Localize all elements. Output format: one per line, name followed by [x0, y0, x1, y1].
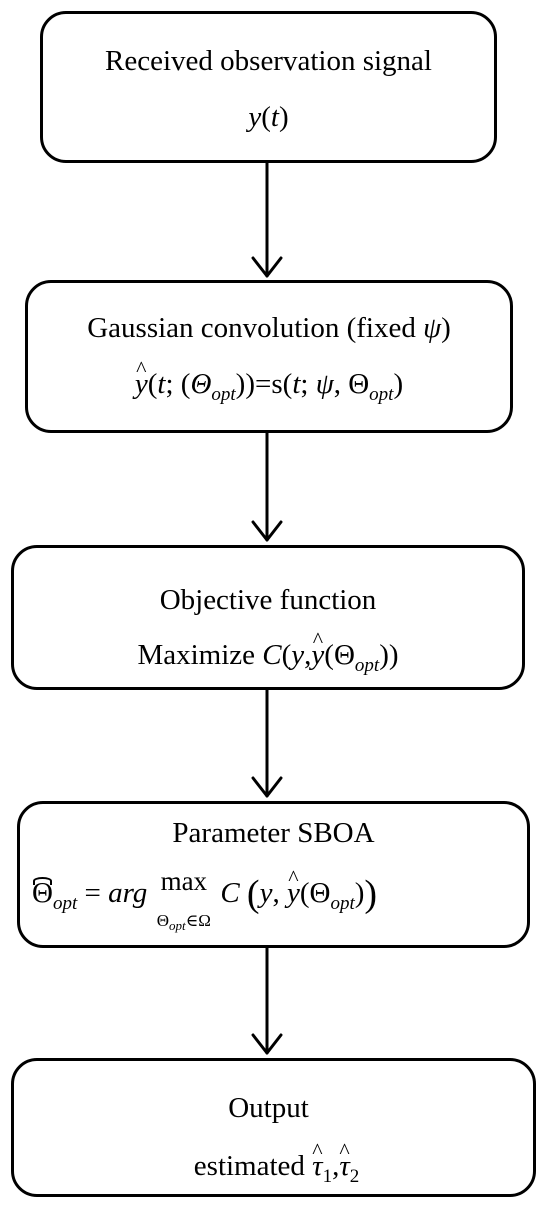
step-5-formula: estimated τ1,τ2	[20, 1149, 533, 1194]
step-1-title: Received observation signal	[105, 45, 432, 77]
arrowhead-1	[251, 256, 283, 278]
step-2-formula: y(t; (Θopt))=s(t; ψ, Θopt)	[28, 367, 510, 412]
step-parameter-sboa: Parameter SBOA Θopt = arg max Θopt∈Ω C (…	[17, 801, 530, 948]
step-1-formula: y(t)	[248, 101, 289, 133]
step-3-formula: Maximize C(y,y(Θopt))	[14, 638, 522, 683]
step-gaussian-convolution: Gaussian convolution (fixed ψ) y(t; (Θop…	[25, 280, 513, 433]
arrowhead-4	[251, 1033, 283, 1055]
step-3-title: Objective function	[159, 584, 377, 616]
max-operator: max Θopt∈Ω	[156, 866, 211, 933]
step-4-title: Parameter SBOA	[172, 817, 375, 849]
step-4-formula: Θopt = arg max Θopt∈Ω C (y, y(Θopt))	[32, 866, 527, 933]
step-received-signal: Received observation signal y(t)	[40, 11, 497, 163]
step-output: Output estimated τ1,τ2	[11, 1058, 536, 1197]
step-objective-function: Objective function Maximize C(y,y(Θopt))	[11, 545, 525, 690]
arrowhead-3	[251, 776, 283, 798]
step-5-title: Output	[228, 1092, 309, 1124]
arrowhead-2	[251, 520, 283, 542]
step-2-title: Gaussian convolution (fixed ψ)	[87, 312, 451, 344]
